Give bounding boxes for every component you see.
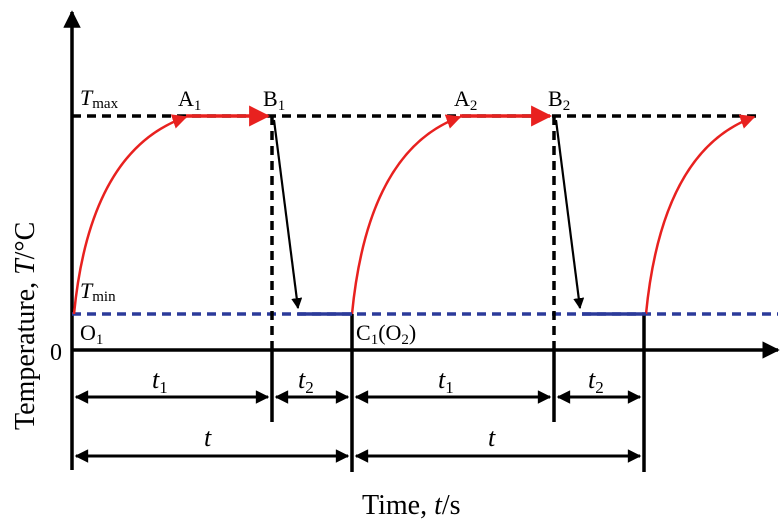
tmax-label: Tmax: [80, 85, 119, 112]
origin-label: 0: [50, 340, 62, 366]
t2-label-1: t2: [298, 365, 314, 397]
t2-label-2: t2: [588, 365, 604, 397]
t-label-2: t: [488, 423, 496, 452]
point-a2-label: A2: [454, 86, 477, 114]
x-axis-title: Time, t/s: [362, 490, 461, 521]
y-axis-title: Temperature, T/°C: [10, 222, 41, 430]
heating-curve-1: [72, 114, 188, 315]
tmin-label: Tmin: [80, 278, 116, 305]
point-b1-label: B1: [263, 86, 285, 114]
t-label-1: t: [204, 423, 212, 452]
heating-curve-3: [644, 114, 756, 315]
cooling-arrow-2: [554, 119, 585, 310]
t1-label-2: t1: [438, 365, 454, 397]
point-a1-label: A1: [178, 86, 201, 114]
point-c1-label: C1(O2): [356, 320, 416, 348]
point-o1-label: O1: [80, 320, 103, 348]
heating-curve-2: [350, 114, 462, 315]
cooling-arrow-1: [272, 119, 303, 310]
point-b2-label: B2: [548, 86, 570, 114]
t1-label-1: t1: [152, 365, 168, 397]
